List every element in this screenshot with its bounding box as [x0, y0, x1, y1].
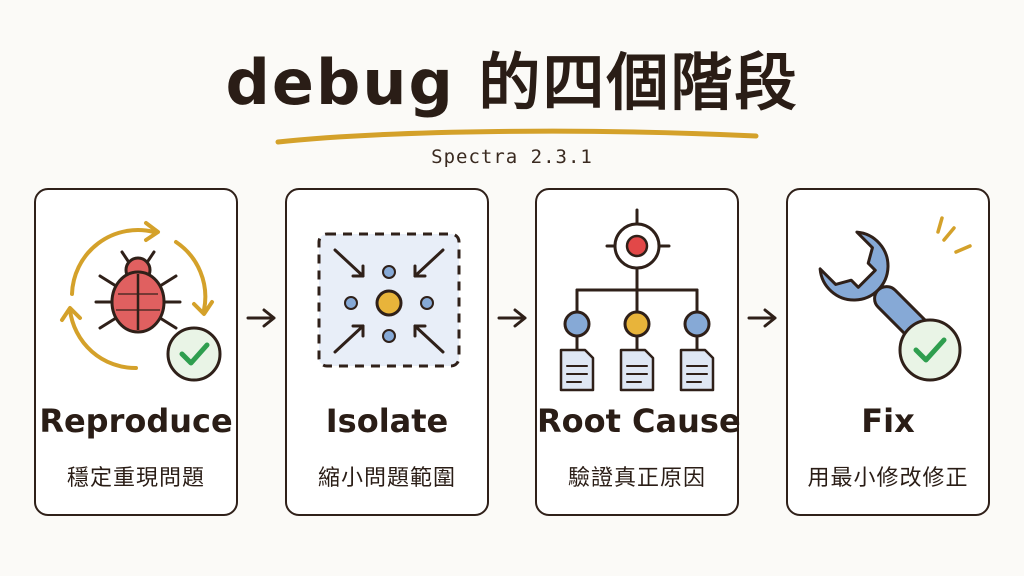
- stage-title: Root Cause: [537, 402, 741, 440]
- narrowing-arrows-icon: [317, 232, 461, 368]
- bug-cycle-check-icon: [60, 221, 222, 382]
- wrench-check-icon: [818, 216, 972, 382]
- arrow-right-icon: [747, 308, 777, 328]
- target-tree-icon: [559, 208, 715, 392]
- stage-title: Reproduce: [39, 402, 233, 440]
- title-underline: [275, 128, 759, 145]
- stage-subtitle: 穩定重現問題: [66, 466, 205, 491]
- page-title: debug 的四個階段: [225, 46, 799, 119]
- stage-title: Fix: [861, 402, 915, 440]
- subtitle: Spectra 2.3.1: [431, 146, 593, 168]
- stage-title: Isolate: [325, 402, 449, 440]
- stage-card-reproduce: Reproduce 穩定重現問題: [34, 188, 238, 516]
- arrow-right-icon: [497, 308, 527, 328]
- stage-subtitle: 用最小修改修正: [807, 466, 969, 491]
- stage-subtitle: 驗證真正原因: [567, 466, 706, 491]
- stage-subtitle: 縮小問題範圍: [317, 466, 456, 491]
- stage-card-root-cause: Root Cause 驗證真正原因: [535, 188, 741, 516]
- stage-card-fix: Fix 用最小修改修正: [786, 188, 990, 516]
- arrow-right-icon: [246, 308, 276, 328]
- stage-card-isolate: Isolate 縮小問題範圍: [285, 188, 489, 516]
